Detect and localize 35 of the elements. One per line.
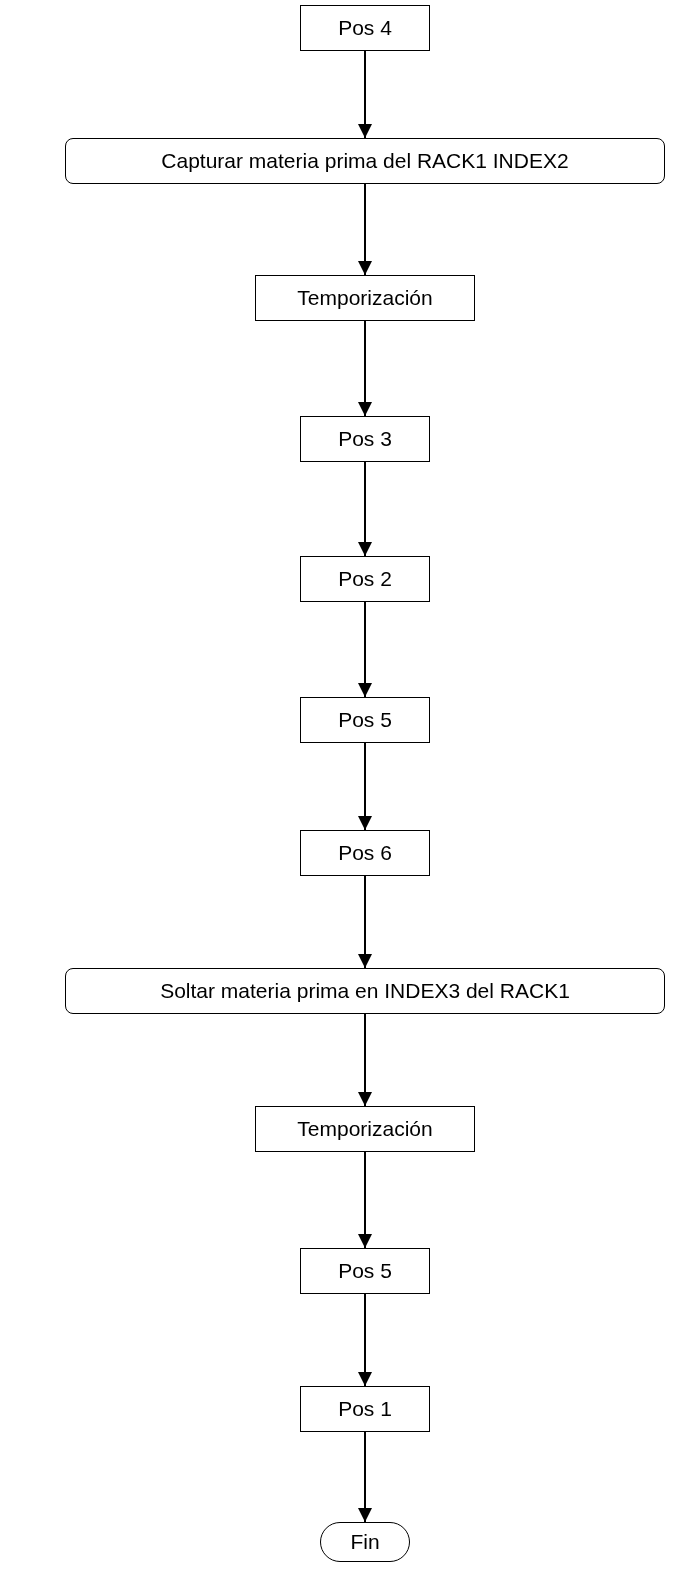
arrow [358,1151,372,1249]
arrow [358,183,372,276]
process-box [300,5,430,51]
node-text: Capturar materia prima del RACK1 INDEX2 [161,149,569,173]
process-box [255,1106,475,1152]
terminal-box [320,1522,410,1562]
arrow [358,742,372,831]
node-text: Pos 5 [338,708,392,732]
process-box [255,275,475,321]
node-text: Pos 1 [338,1397,392,1421]
process-box [300,1248,430,1294]
arrow [358,320,372,417]
arrow [358,601,372,698]
node-text: Temporización [297,286,433,310]
node-text: Pos 2 [338,567,392,591]
node-text: Pos 3 [338,427,392,451]
process-box [300,416,430,462]
arrow [358,1431,372,1523]
process-box [65,138,665,184]
process-box [300,556,430,602]
process-box [300,830,430,876]
node-text: Fin [350,1530,380,1554]
arrow [358,1013,372,1107]
node-text: Pos 4 [338,16,392,40]
process-box [300,1386,430,1432]
arrow [358,875,372,969]
arrow [358,50,372,139]
node-text: Pos 6 [338,841,392,865]
arrow [358,461,372,557]
node-text: Temporización [297,1117,433,1141]
node-text: Pos 5 [338,1259,392,1283]
arrow [358,1293,372,1387]
process-box [65,968,665,1014]
process-box [300,697,430,743]
node-text: Soltar materia prima en INDEX3 del RACK1 [160,979,570,1003]
